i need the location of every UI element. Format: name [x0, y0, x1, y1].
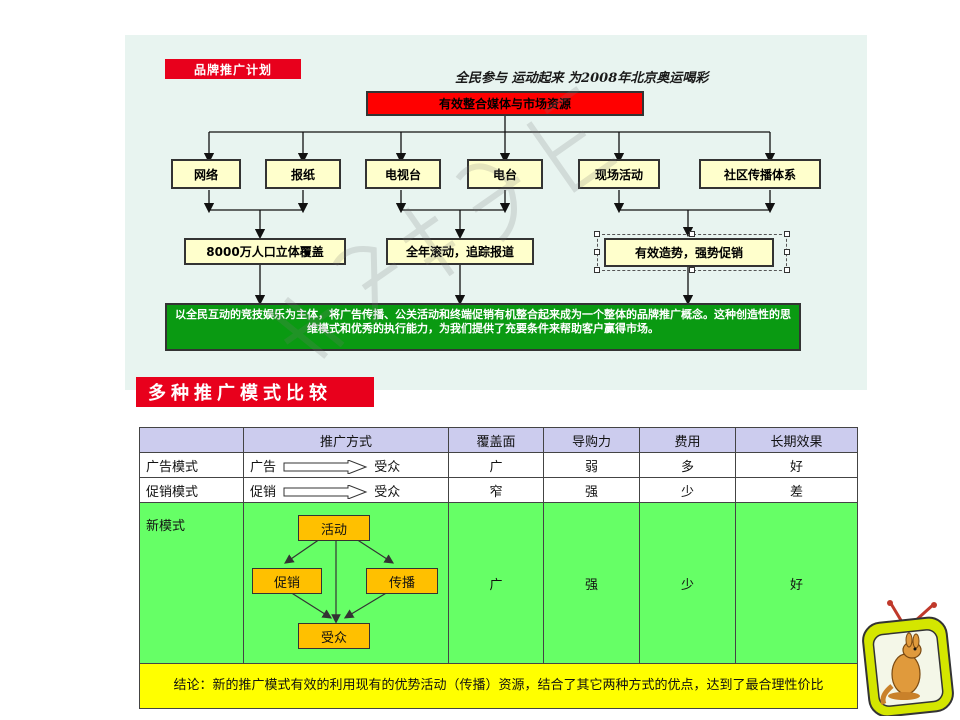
coverage-cell: 广: [448, 502, 544, 664]
guide-cell: 弱: [543, 452, 640, 478]
channel-node-live-events: 现场活动: [578, 159, 660, 189]
table-row: 促销模式 促销 受众 窄 强 少 差: [139, 477, 858, 503]
diagram-connectors: [203, 116, 776, 306]
table-header: 覆盖面: [448, 427, 544, 453]
selection-handle: [594, 249, 600, 255]
conclusion-text: 结论：新的推广模式有效的利用现有的优势活动（传播）资源，结合了其它两种方式的优点…: [139, 663, 858, 709]
flow-cell: 活动 促销 传播 受众: [243, 502, 450, 664]
cost-cell: 少: [639, 502, 736, 664]
method-to: 受众: [374, 484, 401, 500]
long-term-cell: 好: [735, 452, 858, 478]
cost-cell: 多: [639, 452, 736, 478]
flow-node-audience: 受众: [298, 623, 370, 649]
kangaroo-tv-mascot-icon: [862, 600, 954, 716]
guide-cell: 强: [543, 502, 640, 664]
root-node: 有效整合媒体与市场资源: [366, 91, 644, 116]
outcome-node-tracking: 全年滚动，追踪报道: [386, 238, 534, 265]
table-header: 费用: [639, 427, 736, 453]
method-from: 促销: [250, 484, 277, 500]
long-term-cell: 好: [735, 502, 858, 664]
flow-arrows: [284, 538, 395, 624]
mode-label: 广告模式: [139, 452, 244, 478]
brand-plan-diagram: 品牌推广计划 全民参与 运动起来 为2008年北京奥运喝彩 有效整合媒体与市场资…: [125, 35, 867, 390]
flow-node-activity: 活动: [298, 515, 370, 541]
comparison-title: 多种推广模式比较: [136, 377, 374, 407]
channel-node-community: 社区传播体系: [699, 159, 821, 189]
channel-node-web: 网络: [171, 159, 241, 189]
table-header-row: 推广方式 覆盖面 导购力 费用 长期效果: [139, 427, 858, 453]
selection-handle: [689, 267, 695, 273]
selection-handle: [689, 231, 695, 237]
table-row-new-mode: 新模式 活动: [139, 502, 858, 664]
method-cell: 促销 受众: [243, 477, 449, 503]
channel-node-newspaper: 报纸: [265, 159, 341, 189]
channel-node-tv: 电视台: [365, 159, 441, 189]
table-header: [139, 427, 244, 453]
summary-box: 以全民互动的竞技娱乐为主体，将广告传播、公关活动和终端促销有机整合起来成为一个整…: [165, 303, 801, 351]
coverage-cell: 窄: [448, 477, 544, 503]
coverage-cell: 广: [448, 452, 544, 478]
long-term-cell: 差: [735, 477, 858, 503]
selection-frame: [597, 234, 787, 271]
selection-handle: [784, 231, 790, 237]
channel-node-radio: 电台: [467, 159, 543, 189]
selection-handle: [594, 231, 600, 237]
flow-node-broadcast: 传播: [366, 568, 438, 594]
plan-slogan: 全民参与 运动起来 为2008年北京奥运喝彩: [455, 71, 709, 86]
table-row-conclusion: 结论：新的推广模式有效的利用现有的优势活动（传播）资源，结合了其它两种方式的优点…: [139, 663, 858, 709]
plan-tag: 品牌推广计划: [165, 59, 301, 79]
flow-node-promotion: 促销: [252, 568, 322, 594]
hollow-arrow-icon: [283, 459, 368, 475]
method-to: 受众: [374, 459, 401, 475]
new-mode-flow: 活动 促销 传播 受众: [250, 513, 450, 653]
table-header: 导购力: [543, 427, 640, 453]
method-cell: 广告 受众: [243, 452, 449, 478]
mode-label: 新模式: [139, 502, 244, 664]
cost-cell: 少: [639, 477, 736, 503]
outcome-node-promotion: 有效造势，强势促销: [604, 238, 774, 267]
comparison-table: 推广方式 覆盖面 导购力 费用 长期效果 广告模式 广告 受众 广 弱 多 好 …: [139, 427, 858, 709]
hollow-arrow-icon: [283, 484, 368, 500]
table-row: 广告模式 广告 受众 广 弱 多 好: [139, 452, 858, 478]
mode-label: 促销模式: [139, 477, 244, 503]
table-header: 长期效果: [735, 427, 858, 453]
outcome-node-coverage: 8000万人口立体覆盖: [184, 238, 346, 265]
method-from: 广告: [250, 459, 277, 475]
guide-cell: 强: [543, 477, 640, 503]
selection-handle: [784, 267, 790, 273]
selection-handle: [594, 267, 600, 273]
table-header: 推广方式: [243, 427, 449, 453]
selection-handle: [784, 249, 790, 255]
